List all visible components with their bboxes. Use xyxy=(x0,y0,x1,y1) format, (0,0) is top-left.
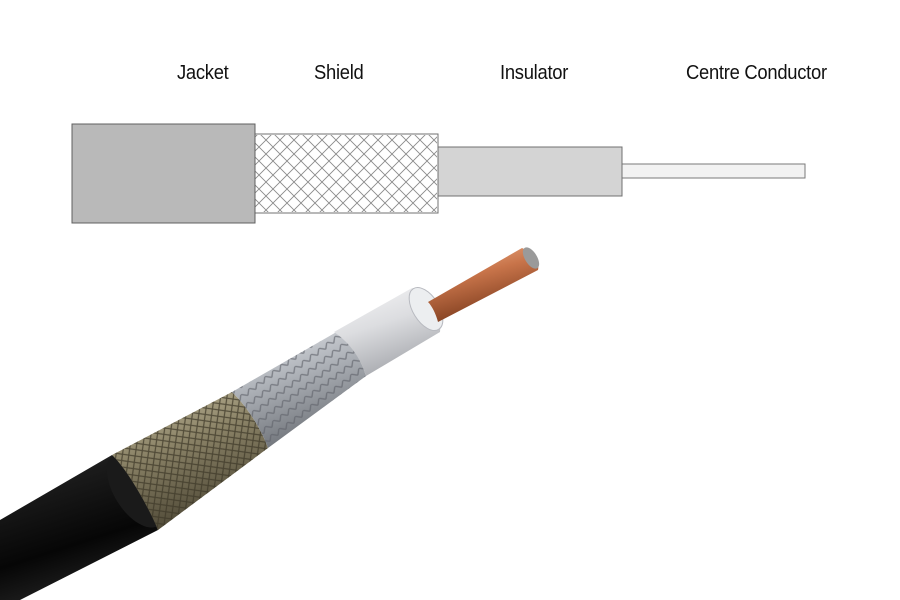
cable-copper-conductor xyxy=(428,248,539,322)
jacket-label: Jacket xyxy=(177,62,229,84)
insulator-label: Insulator xyxy=(500,62,569,84)
diagram-insulator xyxy=(437,146,623,197)
copper-end-face xyxy=(522,247,540,269)
diagram-jacket xyxy=(71,123,256,224)
shield-label: Shield xyxy=(314,62,364,84)
centre-conductor-label: Centre Conductor xyxy=(686,62,827,84)
